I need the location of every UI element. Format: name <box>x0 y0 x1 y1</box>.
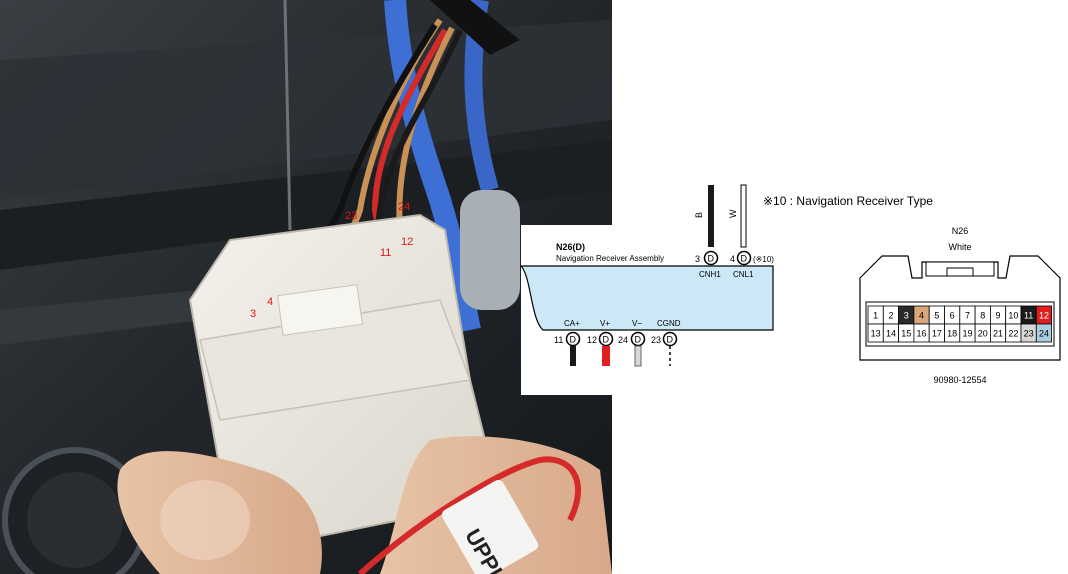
photo-pin-label: 12 <box>401 236 413 248</box>
pinout-housing-color: White <box>948 242 971 252</box>
pin-number: 3 <box>904 311 909 321</box>
pin-number: 9 <box>996 311 1001 321</box>
top-wire-w: W <box>728 184 747 248</box>
pin-number: 2 <box>888 311 893 321</box>
pin-number: 16 <box>917 329 927 339</box>
dial-knob-center <box>27 472 123 568</box>
top-wire-b: B <box>694 185 714 247</box>
pin-number: 5 <box>934 311 939 321</box>
terminal-circle <box>565 331 581 347</box>
pin-number: 11 <box>554 335 563 345</box>
pin-number: 22 <box>1008 329 1018 339</box>
terminal-letter: D <box>667 335 674 345</box>
terminal-letter: D <box>603 335 610 345</box>
pin-number: 1 <box>873 311 878 321</box>
pin-number: 10 <box>1008 311 1018 321</box>
pinout-key-notch <box>946 267 974 277</box>
wire-white <box>740 184 747 248</box>
bottom-terminals: 11 D 12 D 24 D 23 D <box>554 331 678 367</box>
wire-black <box>570 346 576 366</box>
grey-plug <box>460 190 520 310</box>
pin-number: 4 <box>919 311 924 321</box>
dashboard-panel <box>0 20 612 200</box>
wire-note: (※10) <box>753 255 774 264</box>
connector-photo: UPPLY 23 24 12 11 4 3 <box>0 0 612 574</box>
signal-label: V− <box>632 319 642 328</box>
terminal-letter: D <box>570 335 577 345</box>
pin-number: 17 <box>932 329 942 339</box>
signal-label: CNL1 <box>733 270 754 279</box>
terminal-circle <box>598 331 614 347</box>
pin-number: 11 <box>1024 311 1033 321</box>
photo-pin-label: 24 <box>398 201 410 213</box>
pin-number: 3 <box>695 254 700 264</box>
thumbnail <box>160 480 250 560</box>
pin-number: 6 <box>950 311 955 321</box>
terminal-letter: D <box>708 254 715 264</box>
label-sleeve <box>441 480 539 574</box>
pin-number: 23 <box>651 335 661 345</box>
terminal-circle <box>736 250 752 266</box>
pinout-part-number: 90980-12554 <box>933 375 986 385</box>
plug-tab <box>277 284 363 336</box>
wire-grey <box>634 345 642 367</box>
pin-number: 24 <box>1039 329 1049 339</box>
pin-number: 23 <box>1024 329 1034 339</box>
pin-number: 14 <box>886 329 896 339</box>
pin-number: 8 <box>980 311 985 321</box>
wire-color-code: W <box>728 209 738 218</box>
signal-label: CA+ <box>564 319 580 328</box>
photo-pin-label: 3 <box>250 308 256 320</box>
pin-number: 7 <box>965 311 970 321</box>
terminal-letter: D <box>741 254 748 264</box>
receiver-box <box>521 265 774 331</box>
black-wire-11 <box>375 28 463 231</box>
signal-label: CNH1 <box>699 270 721 279</box>
signal-label: V+ <box>600 319 610 328</box>
dashboard-trim <box>0 140 612 270</box>
pin-number: 19 <box>962 329 972 339</box>
wire-color-code: B <box>694 212 704 218</box>
connector-id: N26(D) <box>556 242 585 252</box>
pin-number: 21 <box>993 329 1003 339</box>
photo-pin-label: 4 <box>267 296 273 308</box>
terminal-circle <box>662 331 678 347</box>
black-tape <box>430 0 520 55</box>
photo-pin-label: 23 <box>345 210 357 222</box>
pin-number: 15 <box>901 329 911 339</box>
pin-number: 13 <box>871 329 881 339</box>
wire-black <box>708 185 714 247</box>
photo-pin-label: 11 <box>380 247 391 259</box>
pin-number: 18 <box>947 329 957 339</box>
pin-number: 4 <box>730 254 735 264</box>
terminal-circle <box>703 250 719 266</box>
signal-label: CGND <box>657 319 681 328</box>
connector-name: Navigation Receiver Assembly <box>556 254 664 263</box>
wire-red <box>602 346 610 366</box>
terminal-letter: D <box>635 335 642 345</box>
red-cable <box>357 456 582 574</box>
wiring-diagram: B W 3 D 4 D (※10) N26(D) Navigation Rece… <box>521 184 774 395</box>
pin-number: 20 <box>978 329 988 339</box>
pin-cell <box>1035 323 1053 343</box>
terminal-circle <box>630 331 646 347</box>
photo-pin-labels: 23 24 12 11 4 3 <box>250 201 413 320</box>
pin-number: 12 <box>587 335 597 345</box>
dashboard-slot <box>0 290 200 345</box>
pin-number: 24 <box>618 335 628 345</box>
pinout-connector-id: N26 <box>952 226 969 236</box>
navigation-receiver-note: ※10 : Navigation Receiver Type <box>763 194 933 208</box>
metal-wire <box>283 0 292 231</box>
pin-number: 12 <box>1039 311 1049 321</box>
